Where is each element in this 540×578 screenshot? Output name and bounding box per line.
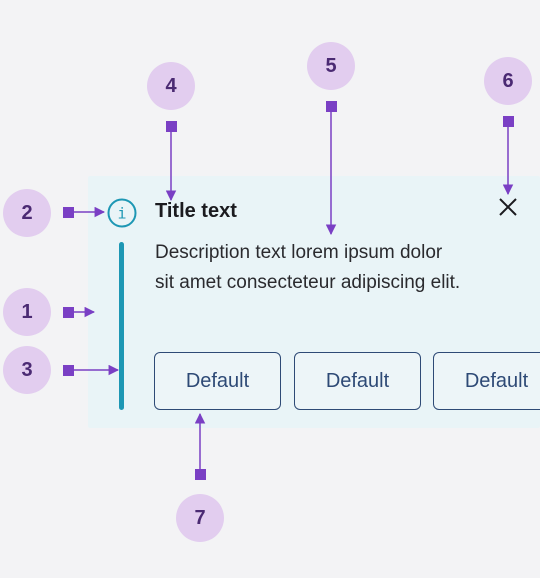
callout-3-anchor [63, 365, 74, 376]
info-icon-glyph: i [117, 205, 126, 223]
callout-badge-5: 5 [307, 42, 355, 90]
callout-2-anchor [63, 207, 74, 218]
callout-badge-2: 2 [3, 189, 51, 237]
callout-badge-7: 7 [176, 494, 224, 542]
action-button-1[interactable]: Default [154, 352, 281, 410]
callout-6-anchor [503, 116, 514, 127]
close-icon[interactable] [497, 196, 519, 218]
notification-title: Title text [155, 200, 237, 222]
action-button-3[interactable]: Default [433, 352, 540, 410]
callout-7-anchor [195, 469, 206, 480]
callout-badge-1: 1 [3, 288, 51, 336]
callout-badge-4: 4 [147, 62, 195, 110]
callout-badge-3: 3 [3, 346, 51, 394]
info-icon: i [107, 198, 137, 228]
action-button-2[interactable]: Default [294, 352, 421, 410]
callout-1-anchor [63, 307, 74, 318]
notification-accent-bar [119, 242, 124, 410]
callout-4-anchor [166, 121, 177, 132]
notification-description: Description text lorem ipsum dolor sit a… [155, 242, 461, 293]
callout-5-anchor [326, 101, 337, 112]
callout-badge-6: 6 [484, 57, 532, 105]
